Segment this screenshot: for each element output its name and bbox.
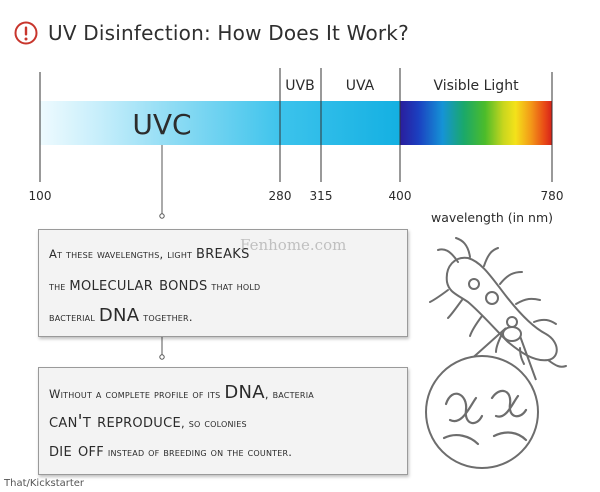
box1-line-2: the molecular bonds that hold bbox=[49, 274, 260, 295]
box2-line-1: Without a complete profile of its DNA, b… bbox=[49, 382, 314, 403]
tick-label-400: 400 bbox=[389, 189, 412, 203]
box2-line-1-part-3: , bacteria bbox=[264, 387, 314, 401]
band-label-visible: Visible Light bbox=[433, 78, 519, 94]
box1-line-3-part-3: together. bbox=[139, 310, 193, 324]
box2-line-3-part-1: die off bbox=[49, 440, 105, 461]
page-title: UV Disinfection: How Does It Work? bbox=[48, 21, 409, 45]
connector-dot bbox=[159, 213, 165, 219]
image-credit: That/Kickstarter bbox=[4, 478, 85, 489]
tick-label-780: 780 bbox=[541, 189, 564, 203]
box2-line-1-part-1: Without a complete profile of its bbox=[49, 387, 225, 401]
band-label-uvc: UVC bbox=[132, 108, 191, 141]
magnifier-icon bbox=[425, 326, 539, 469]
box1-line-2-part-2: molecular bonds bbox=[69, 274, 208, 295]
box1-line-3-part-1: bacterial bbox=[49, 310, 99, 324]
tick-label-280: 280 bbox=[269, 189, 292, 203]
connector-dot-2 bbox=[159, 354, 165, 360]
title-row: UV Disinfection: How Does It Work? bbox=[14, 18, 409, 48]
box2-line-1-part-2: DNA bbox=[224, 382, 265, 403]
box2-line-3: die off instead of breeding on the count… bbox=[49, 440, 292, 461]
band-label-uva: UVA bbox=[346, 78, 375, 94]
wavelength-unit-label: wavelength (in nm) bbox=[431, 210, 553, 225]
box1-line-3: bacterial DNA together. bbox=[49, 305, 193, 326]
box1-line-1-part-2: breaks bbox=[196, 242, 250, 263]
band-label-uvb: UVB bbox=[285, 78, 314, 94]
explanation-box-2: Without a complete profile of its DNA, b… bbox=[38, 367, 408, 475]
box1-line-1: At these wavelengths, light breaks bbox=[49, 242, 250, 263]
alert-circle-icon bbox=[14, 21, 38, 45]
dna-strand-icon bbox=[442, 389, 528, 446]
tick-label-315: 315 bbox=[310, 189, 333, 203]
box2-line-2-part-2: , so colonies bbox=[180, 416, 247, 430]
box1-line-2-part-3: that hold bbox=[207, 279, 261, 293]
explanation-box-1: At these wavelengths, light breaks the m… bbox=[38, 229, 408, 337]
box1-line-2-part-1: the bbox=[49, 279, 70, 293]
watermark-text: Fenhome.com bbox=[240, 236, 347, 254]
box1-line-3-part-2: DNA bbox=[98, 305, 140, 326]
box1-line-1-part-1: At these wavelengths, light bbox=[49, 247, 196, 261]
box2-line-3-part-2: instead of breeding on the counter. bbox=[104, 445, 293, 459]
uvc-band bbox=[40, 101, 280, 145]
box2-line-2-part-1: can't reproduce bbox=[49, 411, 181, 432]
bacterium-icon bbox=[429, 237, 567, 368]
visible-band bbox=[400, 101, 552, 145]
uvb-uva-band bbox=[280, 101, 400, 145]
box2-line-2: can't reproduce, so colonies bbox=[49, 411, 247, 432]
tick-label-100: 100 bbox=[29, 189, 52, 203]
